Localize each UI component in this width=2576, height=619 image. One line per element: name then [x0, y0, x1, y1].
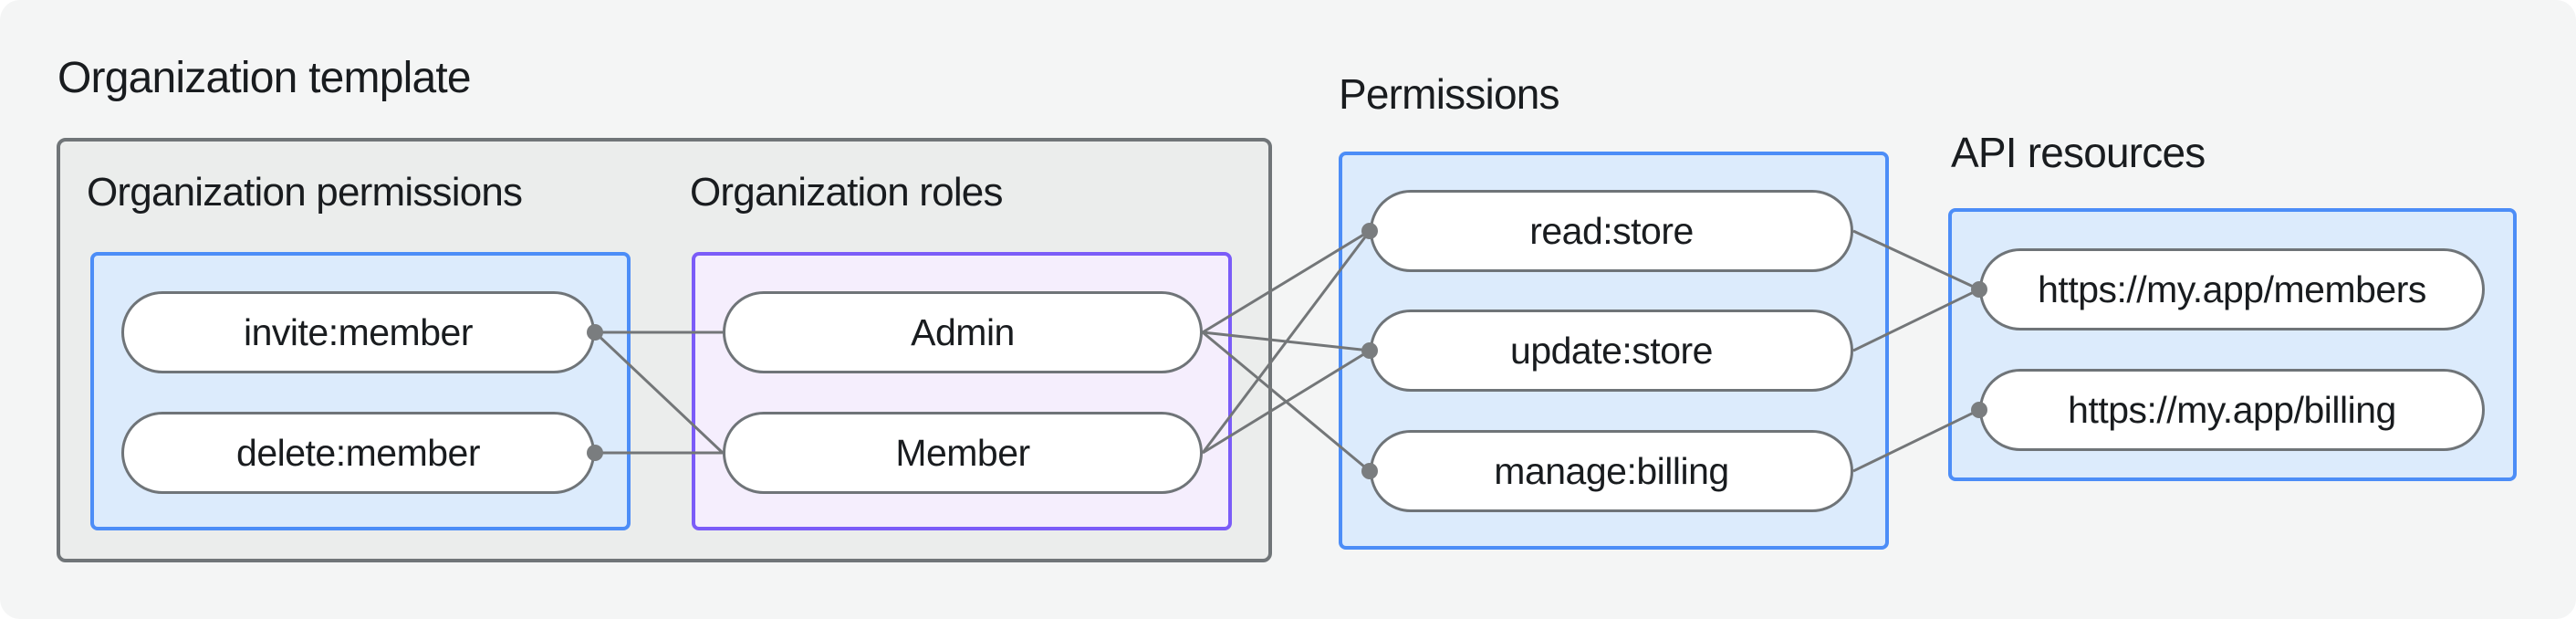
node-invite-member: invite:member [121, 291, 595, 373]
node-manage-billing: manage:billing [1370, 430, 1853, 512]
org-template-label: Organization template [57, 54, 472, 102]
node-read-store: read:store [1370, 190, 1853, 272]
node-api-members: https://my.app/members [1979, 248, 2485, 330]
node-api-billing: https://my.app/billing [1979, 369, 2485, 451]
org-permissions-label: Organization permissions [87, 170, 523, 215]
org-roles-label: Organization roles [690, 170, 1003, 215]
node-update-store: update:store [1370, 310, 1853, 392]
api-resources-label: API resources [1951, 129, 2206, 176]
permissions-label: Permissions [1339, 70, 1560, 118]
node-admin-role: Admin [723, 291, 1203, 373]
node-delete-member: delete:member [121, 412, 595, 494]
node-member-role: Member [723, 412, 1203, 494]
